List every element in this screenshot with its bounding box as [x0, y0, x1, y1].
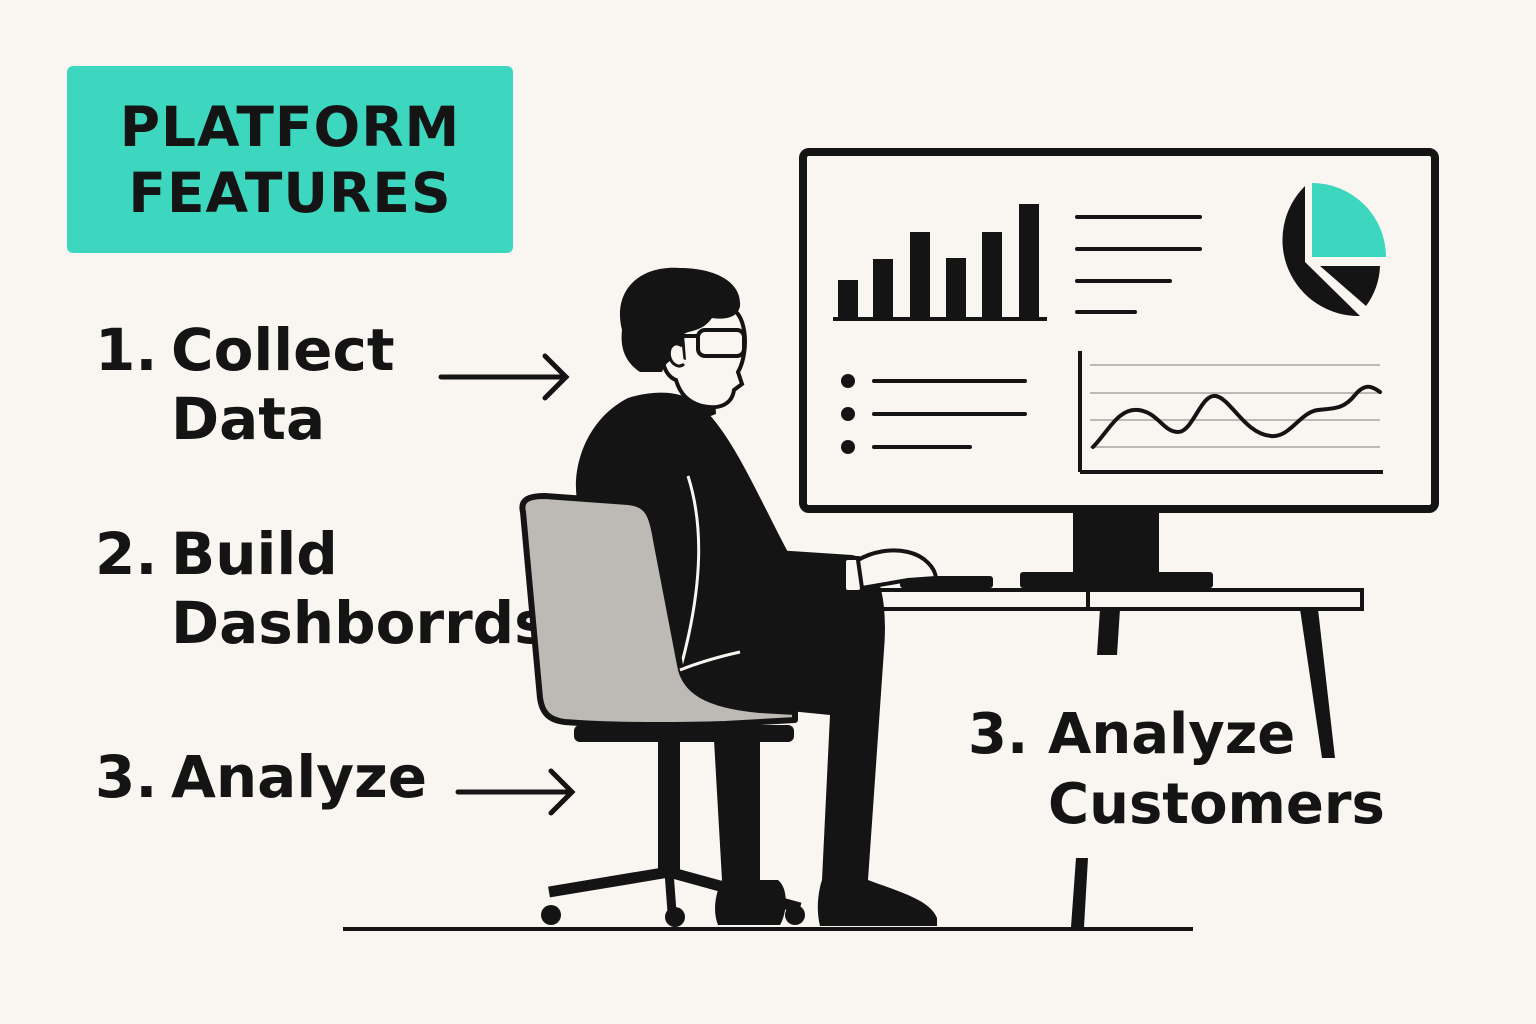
feature-number: 3.: [95, 743, 158, 811]
feature-label: Collect Data: [171, 316, 395, 453]
feature-analyze-customers: 3. Analyze Customers: [968, 700, 1385, 840]
pie-chart-icon: [1282, 183, 1386, 317]
arrow-right-icon: [438, 353, 570, 401]
bullet-list-icon: [841, 374, 1027, 454]
page-title: PLATFORM FEATURES: [119, 94, 461, 225]
desk: [730, 588, 1364, 927]
feature-analyze: 3. Analyze: [95, 743, 427, 812]
arrow-right-icon: [455, 768, 576, 816]
feature-collect-data: 1. Collect Data: [95, 316, 395, 454]
line-chart-icon: [1078, 351, 1383, 474]
title-banner: PLATFORM FEATURES: [67, 66, 513, 253]
text-lines-icon: [1075, 215, 1202, 314]
bar-chart-icon: [833, 204, 1047, 321]
feature-build-dashboards: 2. Build Dashborrds: [95, 520, 549, 658]
feature-label: Analyze: [171, 743, 428, 811]
feature-number: 1.: [95, 316, 158, 384]
chair-back: [519, 493, 798, 729]
feature-number: 3.: [968, 702, 1029, 767]
feature-label: Analyze Customers: [1048, 702, 1385, 837]
feature-label: Build Dashborrds: [171, 520, 549, 657]
feature-number: 2.: [95, 520, 158, 588]
